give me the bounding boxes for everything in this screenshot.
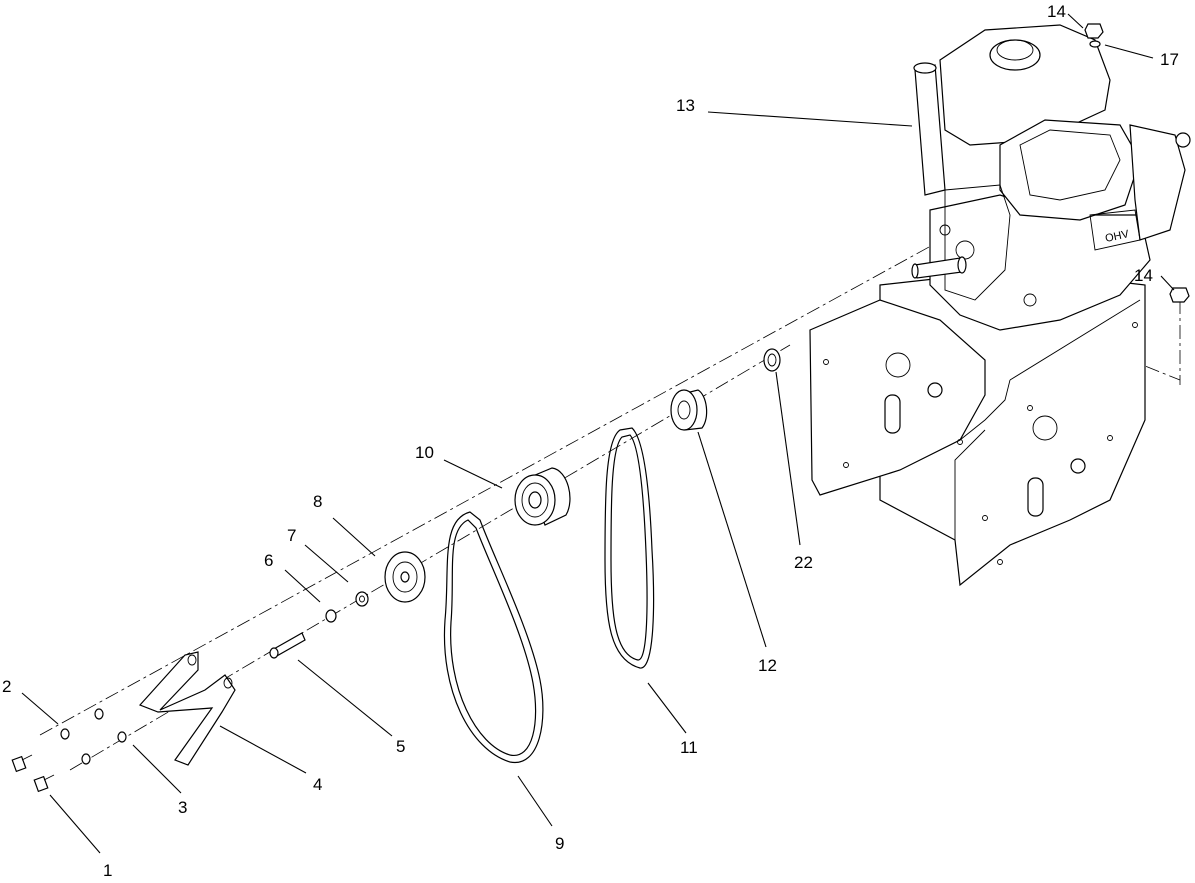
callout-14-top: 14 — [1047, 2, 1066, 21]
callout-6: 6 — [264, 551, 273, 570]
engine: OHV — [911, 24, 1191, 331]
callout-17: 17 — [1160, 50, 1179, 69]
washer-parts — [60, 591, 369, 765]
callout-labels: 1 2 3 4 5 6 7 8 9 10 11 12 13 14 17 14 2… — [2, 2, 1179, 880]
callout-13: 13 — [676, 96, 695, 115]
callout-14-right: 14 — [1134, 266, 1153, 285]
idler-pulley — [384, 551, 426, 603]
callout-7: 7 — [287, 526, 296, 545]
callout-11: 11 — [680, 738, 698, 757]
auger-pulley — [670, 389, 708, 431]
callout-12: 12 — [758, 656, 777, 675]
drive-belts — [443, 427, 655, 763]
bolt-parts — [11, 754, 55, 793]
shoulder-pin — [269, 632, 306, 659]
leader-lines — [21, 13, 1175, 854]
spacer-ring — [763, 348, 781, 372]
belt-guide-bracket — [138, 651, 236, 766]
callout-3: 3 — [178, 798, 187, 817]
frame-mounting-plate — [809, 269, 1146, 587]
engine-ohv-mark: OHV — [1104, 228, 1130, 245]
callout-5: 5 — [396, 737, 405, 756]
callout-8: 8 — [313, 492, 322, 511]
engine-pulley — [514, 467, 571, 526]
callout-22: 22 — [794, 553, 813, 572]
callout-9: 9 — [555, 834, 564, 853]
callout-1: 1 — [103, 861, 112, 880]
nut-and-washer-parts — [1084, 23, 1190, 303]
callout-10: 10 — [415, 443, 434, 462]
callout-4: 4 — [313, 775, 322, 794]
callout-2: 2 — [2, 677, 11, 696]
